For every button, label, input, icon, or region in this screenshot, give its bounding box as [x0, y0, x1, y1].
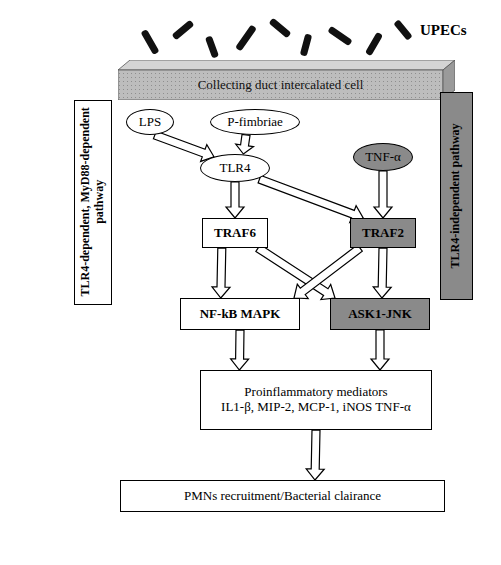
band-text-holder: Collecting duct intercalated cell: [118, 70, 443, 100]
block-arrow: [294, 245, 362, 299]
kinase-box: NF-kB MAPK: [180, 298, 300, 330]
ligand-oval: P-fimbriae: [210, 109, 300, 135]
block-arrow: [306, 430, 324, 480]
block-arrow: [236, 135, 254, 155]
block-arrow: [231, 330, 249, 370]
cytokine-oval-label: TNF-α: [365, 150, 401, 165]
adaptor-box: TRAF2: [350, 218, 416, 248]
mediator-box: Proinflammatory mediatorsIL1-β, MIP-2, M…: [200, 370, 432, 430]
mediator-box-label: Proinflammatory mediators: [244, 385, 387, 400]
block-arrow: [212, 248, 230, 298]
mediator-box-label: IL1-β, MIP-2, MCP-1, iNOS TNF-α: [221, 400, 411, 415]
block-arrow: [371, 330, 389, 370]
kinase-box: ASK1-JNK: [330, 298, 430, 330]
outcome-box-label: PMNs recruitment/Bacterial clairance: [184, 489, 381, 504]
ligand-oval-label: LPS: [139, 115, 161, 130]
ligand-oval: LPS: [126, 109, 174, 135]
pathway-box: TLR4-independent pathway: [440, 92, 473, 300]
adaptor-box-label: TRAF2: [362, 226, 404, 241]
cell-band: Collecting duct intercalated cell: [118, 60, 455, 100]
receptor-oval-label: TLR4: [219, 161, 250, 176]
adaptor-box-label: TRAF6: [214, 226, 256, 241]
pathway-label: TLR4-dependent, MyD88-dependent pathway: [79, 106, 107, 299]
pathway-box: TLR4-dependent, MyD88-dependent pathway: [74, 100, 112, 305]
receptor-oval: TLR4: [200, 154, 270, 182]
kinase-box-label: NF-kB MAPK: [200, 307, 281, 322]
block-arrow: [153, 131, 214, 161]
ligand-oval-label: P-fimbriae: [227, 115, 283, 130]
organism-label: UPECs: [420, 22, 467, 39]
cytokine-oval: TNF-α: [353, 143, 413, 171]
block-arrow: [258, 176, 363, 223]
band-label: Collecting duct intercalated cell: [198, 78, 364, 93]
block-arrow: [373, 248, 391, 298]
pathway-label: TLR4-independent pathway: [449, 98, 463, 294]
block-arrow: [226, 182, 244, 218]
block-arrow: [374, 171, 392, 218]
kinase-box-label: ASK1-JNK: [348, 307, 412, 322]
adaptor-box: TRAF6: [202, 218, 268, 248]
outcome-box: PMNs recruitment/Bacterial clairance: [120, 480, 445, 512]
